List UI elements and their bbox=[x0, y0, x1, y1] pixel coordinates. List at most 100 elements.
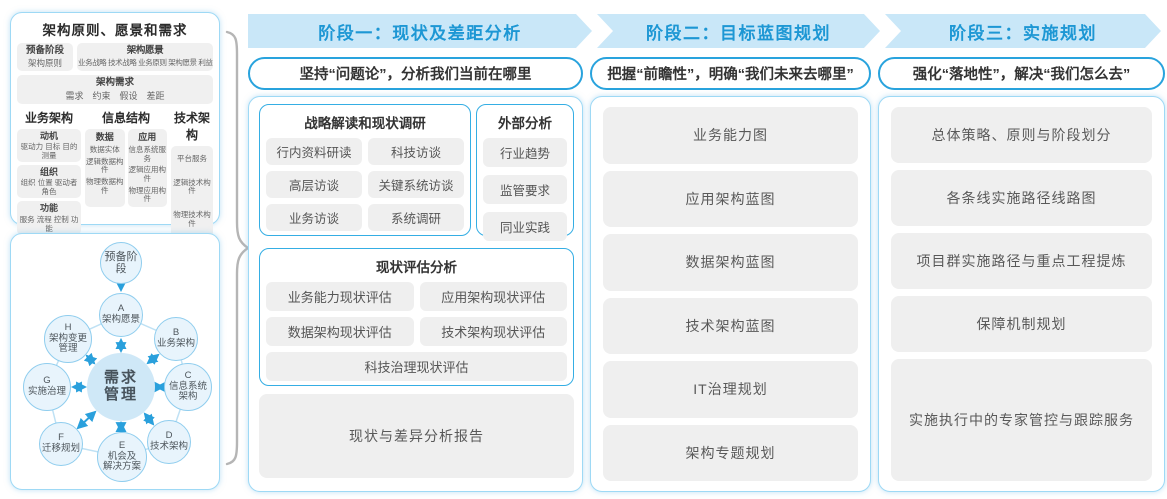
adm-node-a: A 架构愿景 bbox=[99, 293, 143, 337]
architecture-requirements-box: 架构需求 需求 约束 假设 差距 bbox=[17, 74, 213, 104]
business-architecture-title: 业务架构 bbox=[24, 110, 73, 125]
application-item: 逻辑应用构件 bbox=[128, 165, 167, 183]
technology-item: 逻辑技术构件 bbox=[173, 177, 211, 196]
research-item: 业务访谈 bbox=[266, 204, 362, 231]
prep-phase-title: 预备阶段 bbox=[25, 45, 64, 56]
research-item: 行内资料研读 bbox=[266, 138, 362, 165]
phase3-deliverable: 实施执行中的专家管控与跟踪服务 bbox=[891, 358, 1152, 481]
technology-architecture-title: 技术架构 bbox=[173, 110, 210, 142]
framework-row-prep-vision: 预备阶段 架构原则 架构愿景 业务战略 技术战略 业务原则 架构愿景 利益相关者 bbox=[17, 43, 213, 71]
motivation-items: 驱动力 目标 目的 测量 bbox=[20, 142, 78, 160]
application-item: 信息系统服务 bbox=[128, 145, 167, 163]
external-analysis-title: 外部分析 bbox=[498, 116, 552, 131]
framework-title: 架构原则、愿景和需求 bbox=[42, 23, 188, 38]
data-title: 数据 bbox=[95, 131, 114, 142]
data-box: 数据 数据实体 逻辑数据构件 物理数据构件 bbox=[85, 128, 125, 207]
external-item: 同业实践 bbox=[483, 212, 567, 241]
phase1-subtitle: 坚持“问题论”，分析我们当前在哪里 bbox=[248, 57, 583, 90]
phase3-subtitle-label: 强化“落地性”，解决“我们怎么去” bbox=[912, 67, 1131, 83]
adm-node-letter: D bbox=[165, 430, 173, 442]
assessment-item: 技术架构现状评估 bbox=[419, 317, 567, 346]
adm-node-b: B 业务架构 bbox=[154, 317, 198, 361]
external-item: 行业趋势 bbox=[483, 138, 567, 167]
technology-item: 物理技术构件 bbox=[173, 210, 211, 228]
research-item: 关键系统访谈 bbox=[368, 171, 464, 198]
technology-box: 平台服务 逻辑技术构件 物理技术构件 bbox=[171, 145, 213, 238]
data-item: 数据实体 bbox=[89, 145, 120, 154]
research-item: 科技访谈 bbox=[368, 138, 464, 165]
phase1-subtitle-label: 坚持“问题论”，分析我们当前在哪里 bbox=[299, 67, 532, 83]
function-title: 功能 bbox=[39, 203, 58, 214]
phase3-header-arrow: 阶段三：实施规划 bbox=[885, 14, 1161, 48]
business-architecture-column: 业务架构 动机 驱动力 目标 目的 测量 组织 组织 位置 驱动者 角色 功能 … bbox=[17, 109, 81, 238]
adm-node-e: E 机会及 解决方案 bbox=[97, 432, 147, 482]
application-title: 应用 bbox=[138, 131, 157, 142]
phase2-deliverable: 架构专题规划 bbox=[603, 424, 858, 481]
adm-node-f: F 迁移规划 bbox=[39, 422, 83, 466]
architecture-vision-items: 业务战略 技术战略 业务原则 架构愿景 利益相关者 bbox=[78, 57, 213, 67]
prep-phase-box: 预备阶段 架构原则 bbox=[17, 43, 73, 71]
architecture-vision-box: 架构愿景 业务战略 技术战略 业务原则 架构愿景 利益相关者 bbox=[77, 43, 213, 71]
adm-node-prep: 预备阶段 bbox=[100, 242, 142, 284]
external-analysis-stack: 行业趋势 监管要求 同业实践 bbox=[483, 138, 567, 241]
framework-columns: 业务架构 动机 驱动力 目标 目的 测量 组织 组织 位置 驱动者 角色 功能 … bbox=[17, 109, 213, 238]
adm-node-letter: A bbox=[117, 303, 125, 315]
phase2-deliverable: 数据架构蓝图 bbox=[603, 234, 858, 291]
adm-node-g: G 实施治理 bbox=[23, 363, 71, 411]
assessment-item: 应用架构现状评估 bbox=[419, 282, 567, 311]
adm-node-d: D 技术架构 bbox=[147, 420, 191, 464]
data-item: 物理数据构件 bbox=[86, 176, 124, 195]
motivation-box: 动机 驱动力 目标 目的 测量 bbox=[17, 128, 81, 162]
adm-node-letter: E bbox=[118, 440, 126, 452]
function-items: 服务 流程 控制 功能 bbox=[19, 214, 79, 233]
adm-node-letter: G bbox=[43, 375, 51, 387]
adm-node-letter: C bbox=[184, 370, 192, 382]
brace-connector bbox=[225, 30, 251, 466]
adm-node-label: 架构愿景 bbox=[101, 314, 140, 325]
phase2-header-label: 阶段二：目标蓝图规划 bbox=[646, 23, 831, 43]
organization-box: 组织 组织 位置 驱动者 角色 bbox=[17, 165, 81, 199]
assessment-item: 科技治理现状评估 bbox=[266, 352, 567, 381]
adm-node-h: H 架构变更 管理 bbox=[44, 315, 92, 363]
adm-node-requirements-management: 需求管理 bbox=[87, 353, 155, 421]
technology-architecture-column: 技术架构 平台服务 逻辑技术构件 物理技术构件 bbox=[171, 109, 213, 238]
phase3-panel: 总体策略、原则与阶段划分 各条线实施路径线路图 项目群实施路径与重点工程提炼 保… bbox=[878, 96, 1165, 492]
external-analysis-group: 外部分析 行业趋势 监管要求 同业实践 bbox=[476, 104, 574, 241]
phase2-subtitle: 把握“前瞻性”，明确“我们未来去哪里” bbox=[590, 57, 871, 90]
phase2-deliverable: 应用架构蓝图 bbox=[603, 170, 858, 227]
research-item: 高层访谈 bbox=[266, 171, 362, 198]
gap-analysis-report-box: 现状与差异分析报告 bbox=[259, 394, 574, 478]
research-group: 战略解读和现状调研 行内资料研读 科技访谈 高层访谈 关键系统访谈 业务访谈 系… bbox=[259, 104, 471, 236]
research-group-title: 战略解读和现状调研 bbox=[304, 116, 426, 131]
data-item: 逻辑数据构件 bbox=[86, 156, 124, 175]
phase3-deliverable: 各条线实施路径线路图 bbox=[891, 169, 1152, 226]
architecture-vision-title: 架构愿景 bbox=[126, 45, 164, 56]
assessment-item: 业务能力现状评估 bbox=[266, 282, 414, 311]
adm-node-c: C 信息系统 架构 bbox=[164, 363, 212, 411]
information-structure-column: 信息结构 数据 数据实体 逻辑数据构件 物理数据构件 应用 信息系统服务 逻辑应… bbox=[85, 109, 167, 238]
phase2-deliverable: 技术架构蓝图 bbox=[603, 297, 858, 354]
application-item: 物理应用构件 bbox=[128, 185, 167, 204]
phase3-deliverable: 项目群实施路径与重点工程提炼 bbox=[891, 232, 1152, 289]
phase2-header-arrow: 阶段二：目标蓝图规划 bbox=[597, 14, 880, 48]
adm-node-label: 实施治理 bbox=[27, 386, 66, 397]
research-grid: 行内资料研读 科技访谈 高层访谈 关键系统访谈 业务访谈 系统调研 bbox=[266, 138, 464, 231]
adm-node-label: 技术架构 bbox=[149, 441, 188, 452]
information-subcolumns: 数据 数据实体 逻辑数据构件 物理数据构件 应用 信息系统服务 逻辑应用构件 物… bbox=[85, 128, 167, 207]
adm-node-label: 业务架构 bbox=[156, 338, 195, 349]
phase2-panel: 业务能力图 应用架构蓝图 数据架构蓝图 技术架构蓝图 IT治理规划 架构专题规划 bbox=[590, 96, 871, 492]
phase2-deliverable: IT治理规划 bbox=[603, 361, 858, 418]
assessment-item: 数据架构现状评估 bbox=[266, 317, 414, 346]
adm-node-prep-label: 预备阶段 bbox=[104, 250, 138, 275]
phase1-header-arrow: 阶段一：现状及差距分析 bbox=[248, 14, 592, 48]
technology-item: 平台服务 bbox=[177, 153, 207, 163]
phase3-header-label: 阶段三：实施规划 bbox=[949, 23, 1097, 43]
prep-phase-item: 架构原则 bbox=[27, 57, 62, 68]
assessment-grid: 业务能力现状评估 应用架构现状评估 数据架构现状评估 技术架构现状评估 科技治理… bbox=[266, 282, 567, 381]
adm-node-letter: F bbox=[58, 432, 64, 444]
phase2-subtitle-label: 把握“前瞻性”，明确“我们未来去哪里” bbox=[607, 67, 854, 83]
phase3-deliverable: 保障机制规划 bbox=[891, 295, 1152, 352]
assessment-group: 现状评估分析 业务能力现状评估 应用架构现状评估 数据架构现状评估 技术架构现状… bbox=[259, 248, 574, 386]
function-box: 功能 服务 流程 控制 功能 bbox=[17, 201, 81, 235]
